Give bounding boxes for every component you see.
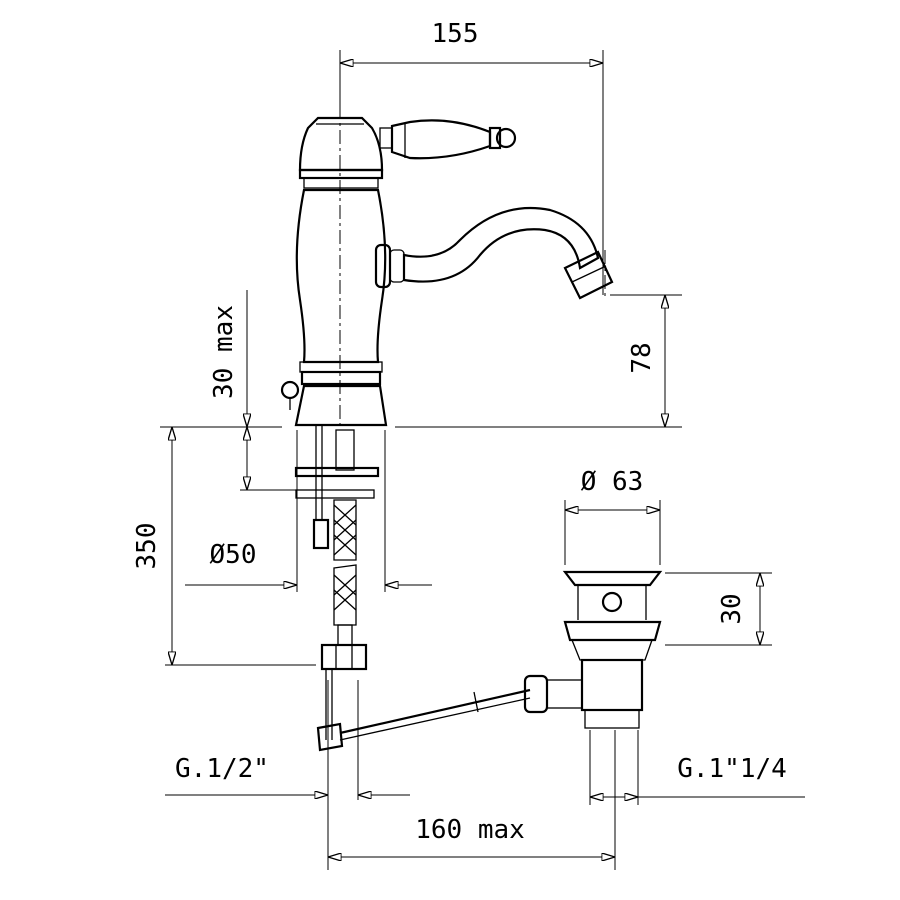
pop-up-waste xyxy=(523,570,663,729)
dimension-g114: G.1"1/4 xyxy=(589,730,805,805)
dim-160-max-label: 160 max xyxy=(415,815,525,845)
dimension-160-max: 160 max xyxy=(327,730,616,870)
dim-g12-label: G.1/2" xyxy=(175,754,269,784)
spout xyxy=(374,206,614,300)
dimension-350: 350 xyxy=(132,427,316,666)
dimension-155: 155 xyxy=(339,19,604,295)
dim-30-max-label: 30 max xyxy=(209,305,239,399)
faucet-body xyxy=(280,105,388,430)
dim-d63-label: Ø 63 xyxy=(581,467,644,497)
dim-30-label: 30 xyxy=(717,593,747,624)
dim-155-label: 155 xyxy=(432,19,479,49)
dimension-g12: G.1/2" xyxy=(165,680,410,800)
dim-78-label: 78 xyxy=(627,342,657,373)
dim-350-label: 350 xyxy=(132,523,162,570)
dimension-30-max: 30 max xyxy=(160,290,296,491)
dimension-d50: Ø50 xyxy=(185,430,432,592)
dim-d50-label: Ø50 xyxy=(210,540,257,570)
dimension-78: 78 xyxy=(395,294,682,428)
dimension-30: 30 xyxy=(665,572,772,646)
supply-assembly xyxy=(294,424,531,752)
dimension-d63: Ø 63 xyxy=(564,467,661,565)
lever-handle xyxy=(379,119,517,160)
dim-g114-label: G.1"1/4 xyxy=(677,754,787,784)
